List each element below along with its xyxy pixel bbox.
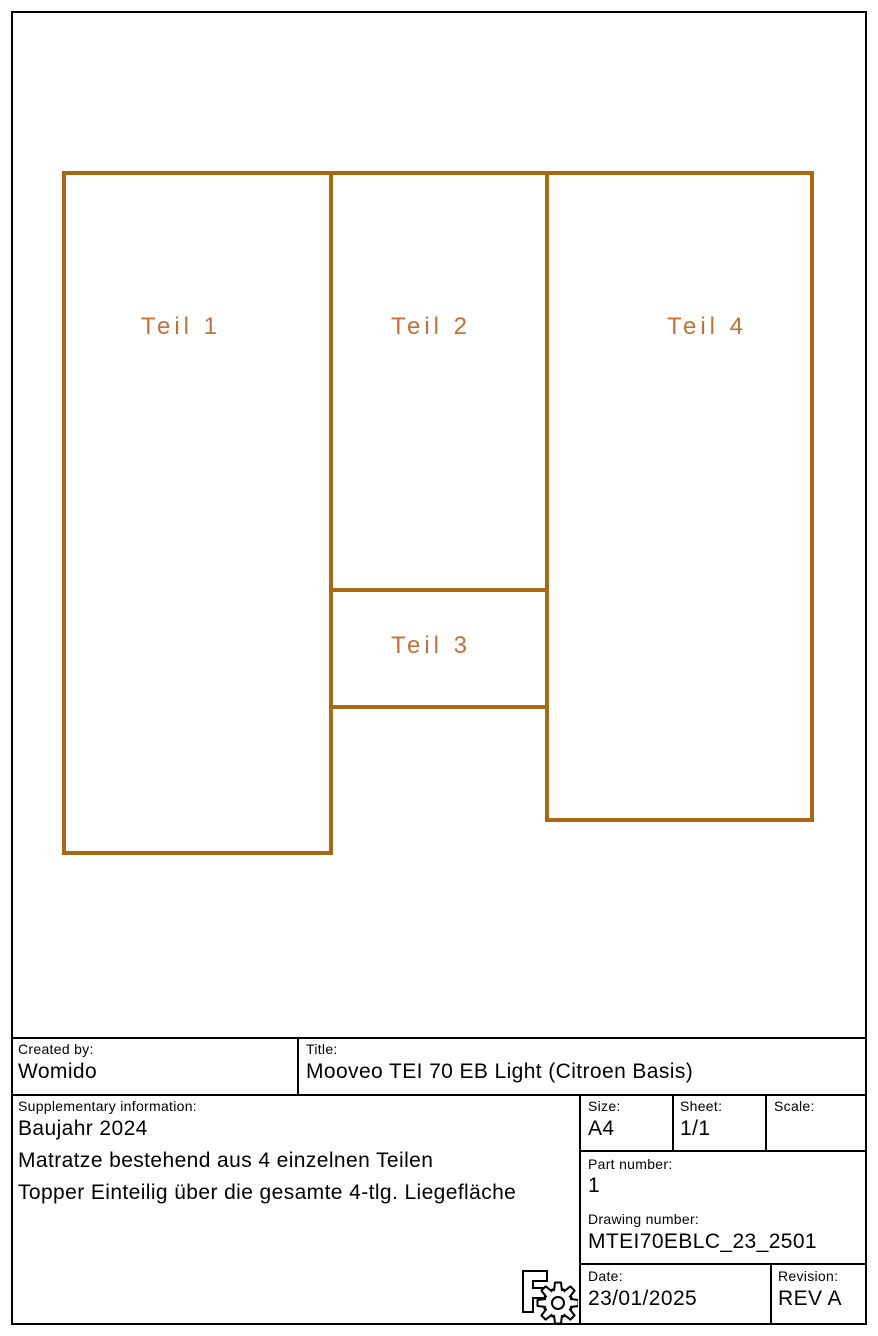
drawing-number-value: MTEI70EBLC_23_2501 — [588, 1230, 818, 1253]
title-value: Mooveo TEI 70 EB Light (Citroen Basis) — [306, 1060, 694, 1083]
sheet-label: Sheet: — [680, 1098, 723, 1114]
drawing-number-label: Drawing number: — [588, 1211, 700, 1227]
size-label: Size: — [588, 1098, 621, 1114]
supplementary-line-1: Baujahr 2024 — [18, 1117, 148, 1140]
part-label-teil-3: Teil 3 — [390, 632, 472, 659]
date-label: Date: — [588, 1268, 623, 1284]
supplementary-line-2: Matratze bestehend aus 4 einzelnen Teile… — [18, 1149, 434, 1172]
part-label-teil-2: Teil 2 — [390, 313, 472, 340]
part-number-label: Part number: — [588, 1156, 673, 1172]
part-outline-teil-4 — [545, 171, 814, 822]
revision-value: REV A — [778, 1287, 842, 1310]
title-label: Title: — [306, 1041, 338, 1057]
titleblock-line — [297, 1037, 299, 1096]
titleblock-line — [770, 1263, 772, 1325]
part-label-teil-4: Teil 4 — [666, 313, 748, 340]
page-border — [11, 11, 867, 1325]
sheet-value: 1/1 — [680, 1117, 711, 1140]
part-number-value: 1 — [588, 1174, 601, 1197]
part-outline-teil-1 — [62, 171, 333, 855]
titleblock-line — [579, 1263, 867, 1265]
part-label-teil-1: Teil 1 — [140, 313, 222, 340]
part-outline-teil-2 — [329, 171, 549, 592]
freecad-logo-icon — [522, 1270, 578, 1325]
titleblock-line — [11, 1037, 867, 1039]
date-value: 23/01/2025 — [588, 1287, 698, 1310]
titleblock-line — [579, 1094, 581, 1325]
supplementary-label: Supplementary information: — [18, 1098, 197, 1114]
scale-label: Scale: — [774, 1098, 815, 1114]
supplementary-line-3: Topper Einteilig über die gesamte 4-tlg.… — [18, 1181, 517, 1204]
size-value: A4 — [588, 1117, 615, 1140]
titleblock-line — [579, 1150, 867, 1152]
titleblock-line — [11, 1094, 867, 1096]
titleblock-line — [765, 1094, 767, 1152]
titleblock-line — [672, 1094, 674, 1152]
created-by-value: Womido — [18, 1060, 98, 1083]
created-by-label: Created by: — [18, 1041, 94, 1057]
revision-label: Revision: — [778, 1268, 839, 1284]
